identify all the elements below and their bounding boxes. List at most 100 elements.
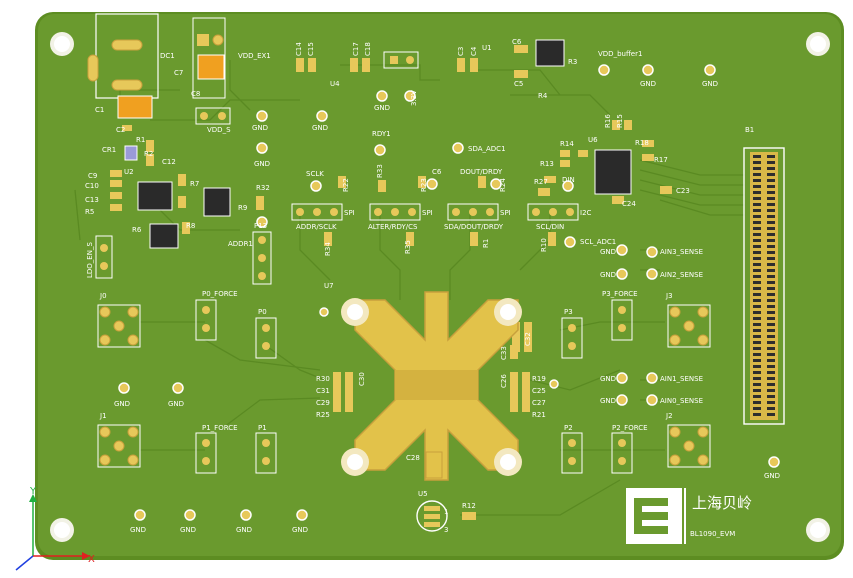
b1-pin xyxy=(753,257,761,260)
b1-pin xyxy=(753,245,761,248)
label-spi-1: SPI xyxy=(344,209,355,217)
label-sda-dout-drdy: SDA/DOUT/DRDY xyxy=(444,223,504,231)
b1-pin xyxy=(753,323,761,326)
label-r10: R10 xyxy=(540,238,548,252)
b1-pin xyxy=(753,365,761,368)
b1-pin xyxy=(753,209,761,212)
label-gnd: GND xyxy=(312,124,328,132)
ic-r6 xyxy=(149,223,179,249)
b1-pin xyxy=(767,413,775,416)
b1-pin xyxy=(767,251,775,254)
label-r4: R4 xyxy=(538,92,548,100)
b1-pin xyxy=(753,227,761,230)
b1-pin xyxy=(753,167,761,170)
b1-pin xyxy=(767,407,775,410)
label-cr1: CR1 xyxy=(102,146,116,154)
b1-pin xyxy=(767,245,775,248)
label-p0: P0 xyxy=(258,308,267,316)
b1-pin xyxy=(767,281,775,284)
label-j1: J1 xyxy=(99,412,107,420)
label-c6b: C6 xyxy=(432,168,442,176)
label-p0-force: P0_FORCE xyxy=(202,290,238,298)
label-c10: C10 xyxy=(85,182,99,190)
trace-layer xyxy=(74,60,745,516)
label-ain1-sense: AIN1_SENSE xyxy=(660,375,703,383)
b1-pin xyxy=(753,233,761,236)
label-addr1: ADDR1 xyxy=(228,240,253,248)
label-c4: C4 xyxy=(470,46,478,56)
label-r33: R33 xyxy=(376,164,384,178)
b1-pin xyxy=(753,251,761,254)
label-ldo-en-s: LDO_EN_S xyxy=(86,242,94,278)
b1-pin xyxy=(767,275,775,278)
b1-pin xyxy=(767,173,775,176)
label-gnd: GND xyxy=(702,80,718,88)
b1-pin xyxy=(753,269,761,272)
label-r15: R15 xyxy=(616,114,624,128)
smd-components xyxy=(110,45,672,520)
capacitor-c7 xyxy=(197,54,225,80)
label-c13: C13 xyxy=(85,196,99,204)
label-addr-sclk: ADDR/SCLK xyxy=(296,223,337,231)
label-c27: C27 xyxy=(532,399,546,407)
label-c31: C31 xyxy=(316,387,330,395)
label-gnd: GND xyxy=(600,271,616,279)
b1-pin xyxy=(753,305,761,308)
label-r14: R14 xyxy=(560,140,574,148)
ic-r9 xyxy=(203,187,231,217)
b1-pin xyxy=(753,161,761,164)
label-r24: R24 xyxy=(499,178,507,192)
dc-jack-pad xyxy=(87,54,99,82)
b1-pin xyxy=(767,317,775,320)
label-gnd: GND xyxy=(252,124,268,132)
label-r6: R6 xyxy=(132,226,142,234)
b1-pin xyxy=(767,383,775,386)
b1-pin xyxy=(753,299,761,302)
board xyxy=(38,14,841,556)
ic-u6 xyxy=(594,149,632,195)
label-p2-force: P2_FORCE xyxy=(612,424,648,432)
b1-pin xyxy=(753,221,761,224)
b1-pin xyxy=(753,413,761,416)
axes-triad: Y X xyxy=(15,486,95,571)
b1-pin xyxy=(753,341,761,344)
label-pin3: 3 xyxy=(444,526,448,534)
label-company: 上海贝岭 xyxy=(692,494,752,512)
label-c14: C14 xyxy=(295,42,303,56)
label-c25: C25 xyxy=(532,387,546,395)
label-3v3: 3.3V xyxy=(410,90,418,106)
b1-pin xyxy=(753,185,761,188)
label-p13: P13 xyxy=(254,222,267,230)
b1-pin xyxy=(767,395,775,398)
b1-pin xyxy=(753,371,761,374)
label-gnd: GND xyxy=(168,400,184,408)
b1-pin xyxy=(753,191,761,194)
b1-pin xyxy=(767,389,775,392)
label-c24: C24 xyxy=(622,200,636,208)
b1-pin xyxy=(767,185,775,188)
label-gnd: GND xyxy=(180,526,196,534)
b1-pin xyxy=(767,197,775,200)
label-u4: U4 xyxy=(330,80,340,88)
b1-pin xyxy=(753,389,761,392)
y-axis-label: Y xyxy=(29,486,37,497)
label-sclk: SCLK xyxy=(306,170,324,178)
b1-pin xyxy=(767,359,775,362)
label-u1: U1 xyxy=(482,44,492,52)
b1-pin xyxy=(753,197,761,200)
label-j3: J3 xyxy=(665,292,673,300)
b1-pin xyxy=(767,221,775,224)
label-p3: P3 xyxy=(564,308,573,316)
x-axis-arrow xyxy=(82,552,90,560)
b1-pin xyxy=(767,323,775,326)
b1-pin xyxy=(767,311,775,314)
sma-connectors xyxy=(97,304,711,468)
label-r23: R23 xyxy=(420,178,428,192)
y-axis-arrow xyxy=(29,494,37,502)
b1-pin xyxy=(753,275,761,278)
b1-pin xyxy=(767,215,775,218)
label-c5: C5 xyxy=(514,80,523,88)
label-gnd: GND xyxy=(130,526,146,534)
